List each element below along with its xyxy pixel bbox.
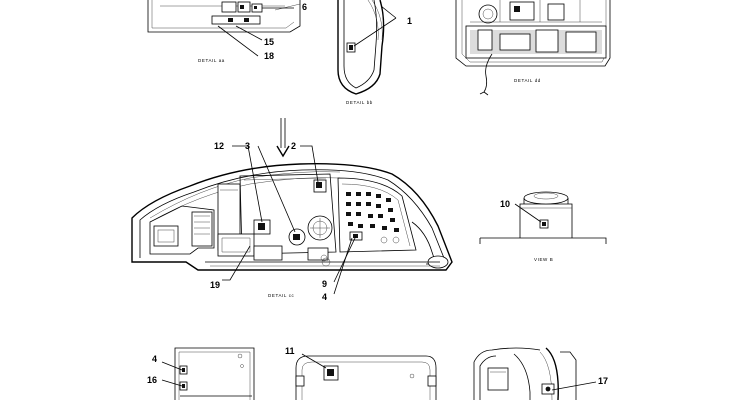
detail-cc-drawing xyxy=(131,118,453,295)
detail-aa-caption: DETAIL aa xyxy=(198,58,225,63)
callout-10: 10 xyxy=(500,199,510,209)
view-b-drawing xyxy=(479,191,607,244)
callout-2: 2 xyxy=(291,141,296,151)
callout-18: 18 xyxy=(264,51,274,61)
detail-bb-caption: DETAIL bb xyxy=(346,100,373,105)
callout-19: 19 xyxy=(210,280,220,290)
detail-bb-drawing xyxy=(337,0,397,95)
callout-16: 16 xyxy=(147,375,157,385)
switch-grid xyxy=(346,192,400,244)
callout-4-center: 4 xyxy=(322,292,327,302)
callout-15: 15 xyxy=(264,37,274,47)
callout-11: 11 xyxy=(285,346,295,356)
callout-9: 9 xyxy=(322,279,327,289)
detail-dd-caption: DETAIL dd xyxy=(514,78,541,83)
view-b-caption: VIEW B xyxy=(534,257,553,262)
bottom-middle-component xyxy=(295,353,437,400)
bottom-left-component xyxy=(161,347,255,400)
detail-dd-drawing xyxy=(455,0,611,96)
detail-aa-drawing xyxy=(147,0,301,57)
detail-cc-caption: DETAIL cc xyxy=(268,293,295,298)
callout-3: 3 xyxy=(245,141,250,151)
callout-17: 17 xyxy=(598,376,608,386)
callout-1: 1 xyxy=(407,16,412,26)
callout-12: 12 xyxy=(214,141,224,151)
bottom-right-component xyxy=(473,347,597,401)
callout-4-bottom: 4 xyxy=(152,354,157,364)
callout-6: 6 xyxy=(302,2,307,12)
